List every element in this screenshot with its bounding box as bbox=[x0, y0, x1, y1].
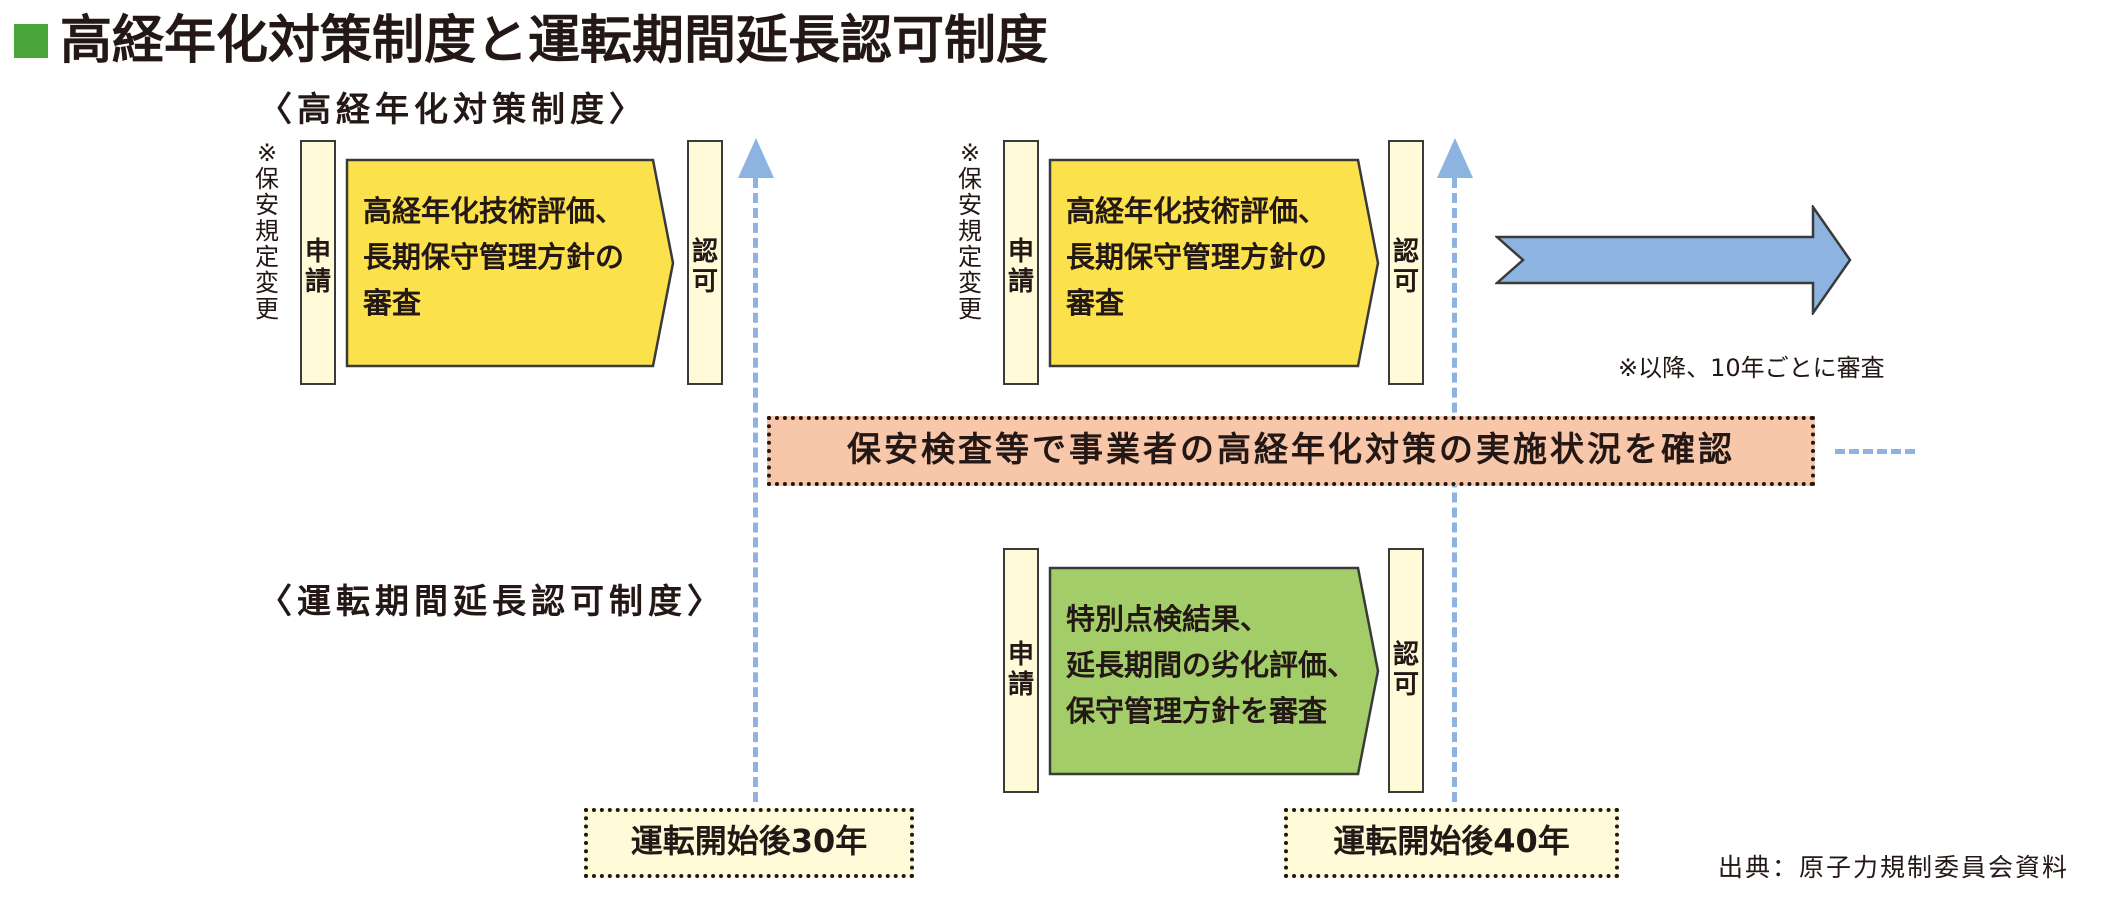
apply-label: 申請 bbox=[1007, 640, 1034, 700]
after-review-note: ※以降、10年ごとに審査 bbox=[1618, 354, 1885, 382]
apply-box: 申請 bbox=[1003, 140, 1039, 385]
arrow-up-icon bbox=[1437, 138, 1473, 178]
approve-box: 認可 bbox=[1388, 548, 1424, 793]
banner-dashed-extension bbox=[1835, 449, 1915, 454]
maintenance-rule-change-note: ※保安規定変更 bbox=[958, 139, 982, 323]
timeline-30-dashed-line bbox=[753, 178, 758, 802]
approve-label: 認可 bbox=[1392, 237, 1419, 297]
aging-review-shape bbox=[345, 158, 675, 368]
source-note: 出典：原子力規制委員会資料 bbox=[1718, 853, 2070, 882]
approve-box: 認可 bbox=[687, 140, 723, 385]
arrow-up-icon bbox=[738, 138, 774, 178]
milestone-30-years: 運転開始後30年 bbox=[584, 808, 914, 878]
title-square-icon bbox=[14, 24, 48, 58]
section-label-aging: 〈高経年化対策制度〉 bbox=[258, 90, 648, 130]
timeline-40-dashed-line bbox=[1452, 178, 1457, 802]
apply-box: 申請 bbox=[300, 140, 336, 385]
page-title: 高経年化対策制度と運転期間延長認可制度 bbox=[60, 11, 1049, 71]
apply-label: 申請 bbox=[304, 237, 331, 297]
inspection-banner: 保安検査等で事業者の高経年化対策の実施状況を確認 bbox=[767, 416, 1815, 486]
section-label-extension: 〈運転期間延長認可制度〉 bbox=[258, 582, 726, 622]
aging-review-box: 高経年化技術評価、 長期保守管理方針の 審査 bbox=[345, 158, 675, 368]
approve-label: 認可 bbox=[1392, 640, 1419, 700]
aging-review-text: 高経年化技術評価、 長期保守管理方針の 審査 bbox=[1066, 194, 1328, 320]
aging-review-box: 高経年化技術評価、 長期保守管理方針の 審査 bbox=[1048, 158, 1380, 368]
apply-box: 申請 bbox=[1003, 548, 1039, 793]
aging-review-text: 高経年化技術評価、 長期保守管理方針の 審査 bbox=[363, 194, 625, 320]
extension-review-box: 特別点検結果、 延長期間の劣化評価、 保守管理方針を審査 bbox=[1048, 566, 1380, 776]
approve-label: 認可 bbox=[691, 237, 718, 297]
extension-review-shape bbox=[1048, 566, 1380, 776]
aging-review-shape bbox=[1048, 158, 1380, 368]
milestone-40-years: 運転開始後40年 bbox=[1284, 808, 1619, 878]
apply-label: 申請 bbox=[1007, 237, 1034, 297]
continue-arrow-icon bbox=[1495, 205, 1852, 315]
approve-box: 認可 bbox=[1388, 140, 1424, 385]
extension-review-text: 特別点検結果、 延長期間の劣化評価、 保守管理方針を審査 bbox=[1066, 602, 1357, 728]
maintenance-rule-change-note: ※保安規定変更 bbox=[255, 139, 279, 323]
